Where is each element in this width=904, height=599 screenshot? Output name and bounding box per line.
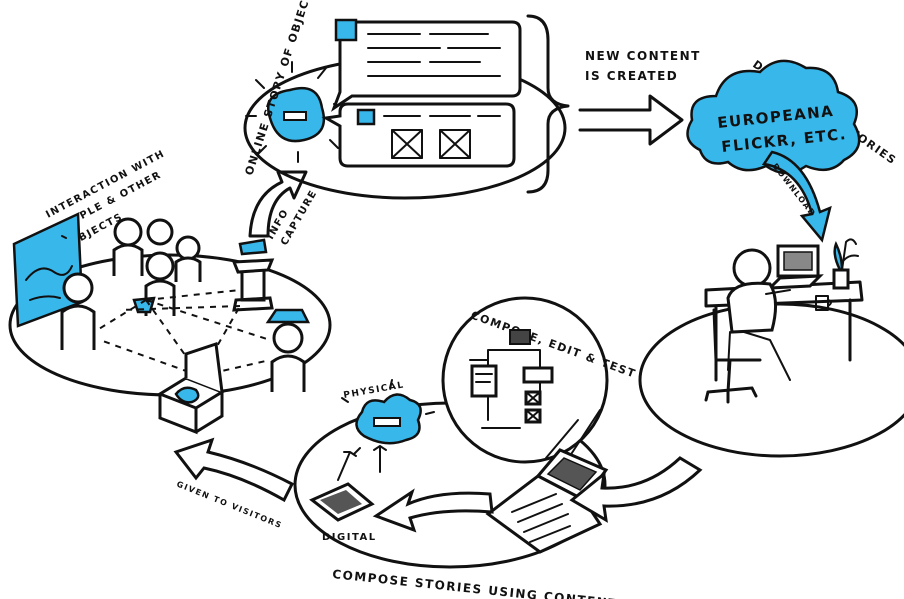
up-arrows-icon [337,445,387,481]
digital-label: DIGITAL [322,532,377,543]
new-content-arrow-icon [578,94,684,146]
new-content-label-2: IS CREATED [585,69,678,83]
mug-icon [815,295,832,311]
pillar-icon [231,238,275,312]
cloud-icon: EUROPEANA FLICKR, ETC. [686,59,861,175]
speech-bubble-bottom-icon [321,102,516,168]
inner-curved-arrow-icon [372,488,494,533]
visitors-icon [60,217,311,392]
given-to-visitors-arrow-icon [173,437,294,503]
compose-stories-label: COMPOSE STORIES USING CONTENT [332,567,619,599]
researcher-laptop-icon [766,244,824,290]
physical-cloud-icon [341,379,435,455]
chair-icon [704,308,762,404]
researcher-body [726,281,777,334]
object-blob-icon [245,61,345,163]
online-story-bracket [526,14,570,194]
to-compose-arrow-icon [569,456,703,523]
digital-device-icon [309,482,375,522]
plant-icon [832,238,859,290]
info-capture-arrow-icon [248,170,308,238]
online-story-group: ONLINE STORY OF OBJECT [242,0,570,200]
researcher-desk-group [638,238,904,458]
editor-flowchart-icon [469,329,554,429]
interaction-group: INTERACTION WITH PEOPLE & OTHER OBJECTS [8,148,332,435]
box-icon [156,341,226,435]
speech-bubble-top-icon [330,18,522,112]
compose-group: COMPOSE STORIES USING CONTENT COMPOSE, E… [293,296,638,599]
new-content-label-1: NEW CONTENT [585,49,701,63]
researcher-head [732,248,772,288]
